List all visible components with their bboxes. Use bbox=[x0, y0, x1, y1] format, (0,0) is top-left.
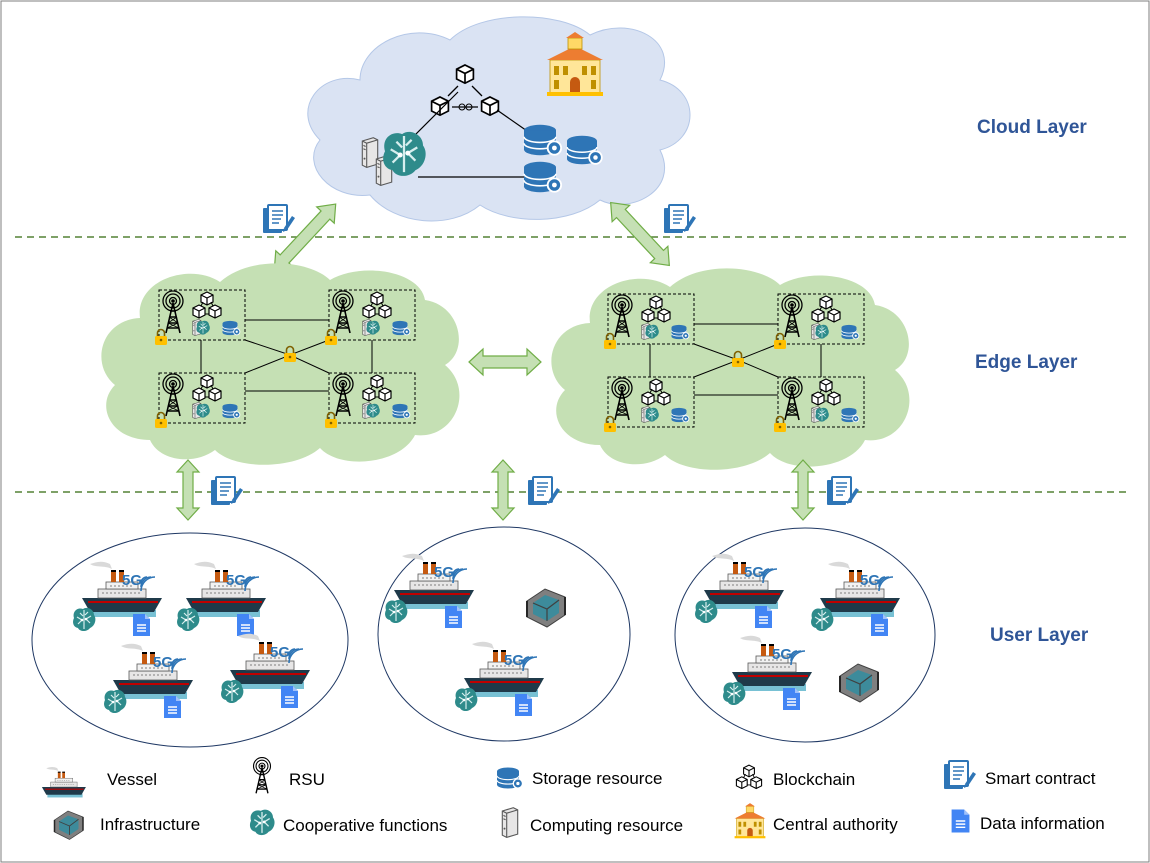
vessel-unit: 5G bbox=[220, 632, 311, 709]
fiveg-badge: 5G bbox=[744, 564, 764, 581]
fiveg-badge: 5G bbox=[122, 572, 142, 589]
vessel-unit: 5G bbox=[176, 560, 267, 637]
user-group-center: 5G 5G bbox=[377, 526, 631, 742]
user-group-boundary bbox=[31, 532, 349, 748]
smart-contract-icon bbox=[527, 476, 561, 506]
legend: Vessel Infrastructure RSU Cooperative fu… bbox=[41, 756, 1105, 841]
user-layer-label: User Layer bbox=[990, 625, 1089, 646]
edge-cloud-right bbox=[551, 268, 910, 470]
blockchain-icon bbox=[736, 765, 761, 788]
smart-contract-icon bbox=[943, 760, 977, 790]
user-group-boundary bbox=[674, 527, 936, 743]
cloud-blockchain-icon bbox=[430, 64, 500, 117]
edge-cloud-shape bbox=[551, 268, 910, 470]
edge-cloud-left bbox=[101, 263, 460, 465]
edge-user-arrow-right bbox=[790, 459, 816, 521]
user-group-right: 5G 5G 5G bbox=[674, 527, 936, 743]
smart-contract-icon bbox=[826, 476, 860, 506]
edge-cloud-shape bbox=[101, 263, 460, 465]
vessel-unit: 5G bbox=[454, 640, 545, 717]
smart-contract-icon bbox=[663, 204, 697, 234]
cloud-layer bbox=[307, 16, 691, 222]
fiveg-badge: 5G bbox=[860, 572, 880, 589]
edge-user-arrow-center bbox=[490, 459, 516, 521]
user-group-left: 5G 5G 5G 5G bbox=[31, 532, 349, 748]
edge-layer-label: Edge Layer bbox=[975, 352, 1078, 373]
edge-edge-arrow bbox=[468, 347, 542, 377]
legend-vessel-label: Vessel bbox=[107, 770, 157, 789]
fiveg-badge: 5G bbox=[270, 644, 290, 661]
fiveg-badge: 5G bbox=[434, 564, 454, 581]
cloud-edge-arrow-right bbox=[610, 201, 670, 267]
legend-infrastructure-label: Infrastructure bbox=[100, 815, 200, 834]
storage-icon bbox=[496, 766, 524, 790]
legend-data-information-label: Data information bbox=[980, 814, 1105, 833]
smart-contract-icon bbox=[210, 476, 244, 506]
cloud-layer-label: Cloud Layer bbox=[977, 117, 1087, 138]
edge-links bbox=[200, 319, 373, 392]
vessel-unit: 5G bbox=[694, 552, 785, 629]
central-authority-icon bbox=[734, 802, 766, 839]
brain-icon bbox=[249, 808, 276, 836]
fiveg-badge: 5G bbox=[504, 652, 524, 669]
legend-rsu-label: RSU bbox=[289, 770, 325, 789]
edge-user-arrow-left bbox=[175, 459, 201, 521]
infrastructure-icon bbox=[53, 810, 84, 841]
cloud-shape bbox=[307, 16, 691, 222]
legend-cooperative-label: Cooperative functions bbox=[283, 816, 447, 835]
document-icon bbox=[950, 808, 971, 834]
vessel-unit: 5G bbox=[72, 560, 163, 637]
vessel-unit: 5G bbox=[810, 560, 901, 637]
user-group-boundary bbox=[377, 526, 631, 742]
legend-central-authority-label: Central authority bbox=[773, 815, 898, 834]
fiveg-badge: 5G bbox=[772, 646, 792, 663]
edge-links bbox=[649, 323, 822, 396]
vessel-unit: 5G bbox=[384, 552, 475, 629]
fiveg-badge: 5G bbox=[153, 654, 173, 671]
fiveg-badge: 5G bbox=[226, 572, 246, 589]
legend-computing-label: Computing resource bbox=[530, 816, 683, 835]
smart-contract-icon bbox=[262, 204, 296, 234]
vessel-unit: 5G bbox=[103, 642, 194, 719]
legend-blockchain-label: Blockchain bbox=[773, 770, 855, 789]
rsu-icon bbox=[252, 756, 272, 794]
legend-storage-label: Storage resource bbox=[532, 769, 662, 788]
vessel-unit: 5G bbox=[722, 634, 813, 711]
vessel-icon bbox=[41, 766, 87, 799]
legend-smart-contract-label: Smart contract bbox=[985, 769, 1096, 788]
server-icon bbox=[501, 807, 519, 838]
